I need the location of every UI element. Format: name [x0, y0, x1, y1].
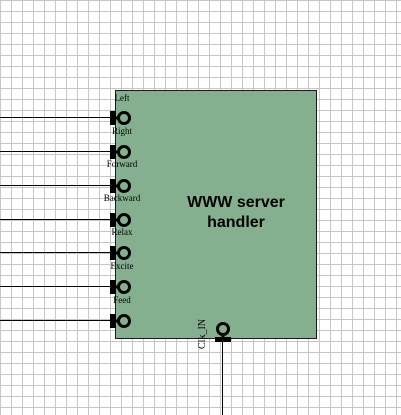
input-port-feed[interactable]: [110, 312, 132, 330]
clock-wire: [222, 341, 223, 415]
port-label-right: Right: [111, 126, 133, 136]
input-wire-backward: [0, 219, 112, 220]
clock-port-label: Clk_IN: [197, 319, 208, 349]
input-wire-feed: [0, 320, 112, 321]
port-label-left: Left: [114, 93, 130, 103]
input-wire-excite: [0, 286, 112, 287]
input-port-right[interactable]: [110, 143, 132, 161]
server-handler-block[interactable]: WWW server handler: [115, 90, 317, 339]
port-label-excite: Excite: [110, 261, 134, 271]
port-label-forward: Forward: [106, 159, 138, 169]
input-port-forward[interactable]: [110, 177, 132, 195]
input-wire-right: [0, 151, 112, 152]
block-title: WWW server handler: [187, 194, 285, 231]
input-port-relax[interactable]: [110, 244, 132, 262]
port-label-relax: Relax: [111, 227, 133, 237]
input-port-left[interactable]: [110, 109, 132, 127]
clock-input-port[interactable]: [213, 320, 233, 342]
input-wire-forward: [0, 185, 112, 186]
input-wire-left: [0, 117, 112, 118]
input-port-excite[interactable]: [110, 278, 132, 296]
port-label-backward: Backward: [103, 193, 141, 203]
port-label-feed: Feed: [113, 295, 131, 305]
input-port-backward[interactable]: [110, 211, 132, 229]
input-wire-relax: [0, 252, 112, 253]
